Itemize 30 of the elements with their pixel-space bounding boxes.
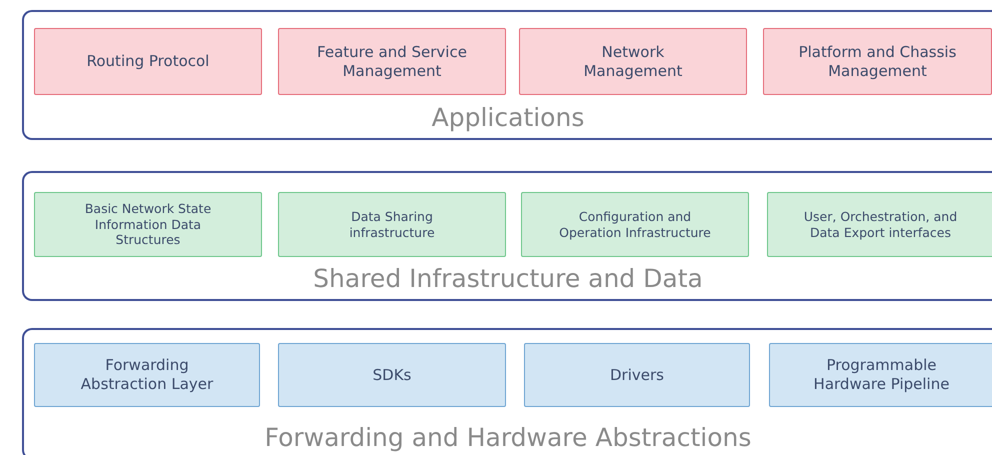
module-box bbox=[769, 343, 992, 407]
module-label: Programmable Hardware Pipeline bbox=[812, 356, 950, 394]
layer-title: Applications bbox=[430, 103, 586, 132]
module-label: Drivers bbox=[610, 366, 664, 384]
layer-panel bbox=[22, 10, 992, 140]
module-box bbox=[278, 343, 506, 407]
layer-title: Shared Infrastructure and Data bbox=[312, 264, 704, 293]
module-label: Platform and Chassis Management bbox=[798, 42, 957, 80]
module-label: Feature and Service Management bbox=[316, 42, 468, 80]
layer-panel bbox=[22, 328, 992, 455]
module-box bbox=[524, 343, 750, 407]
module-box bbox=[34, 28, 262, 95]
module-box bbox=[34, 343, 260, 407]
module-box bbox=[767, 192, 992, 257]
layer-panel bbox=[22, 171, 992, 301]
module-box bbox=[519, 28, 747, 95]
module-box bbox=[278, 28, 506, 95]
module-box bbox=[278, 192, 506, 257]
module-label: Network Management bbox=[582, 42, 684, 80]
layer-title: Forwarding and Hardware Abstractions bbox=[264, 423, 752, 452]
module-label: User, Orchestration, and Data Export interfaces bbox=[802, 208, 958, 240]
module-label: Routing Protocol bbox=[86, 52, 210, 71]
module-box bbox=[763, 28, 992, 95]
module-box bbox=[521, 192, 749, 257]
module-label: Data Sharing infrastructure bbox=[348, 208, 436, 240]
module-box bbox=[34, 192, 262, 257]
module-label: Forwarding Abstraction Layer bbox=[80, 356, 214, 394]
module-label: Configuration and Operation Infrastructure bbox=[558, 208, 712, 240]
module-label: SDKs bbox=[372, 366, 412, 384]
module-label: Basic Network State Information Data Structures bbox=[84, 201, 212, 248]
